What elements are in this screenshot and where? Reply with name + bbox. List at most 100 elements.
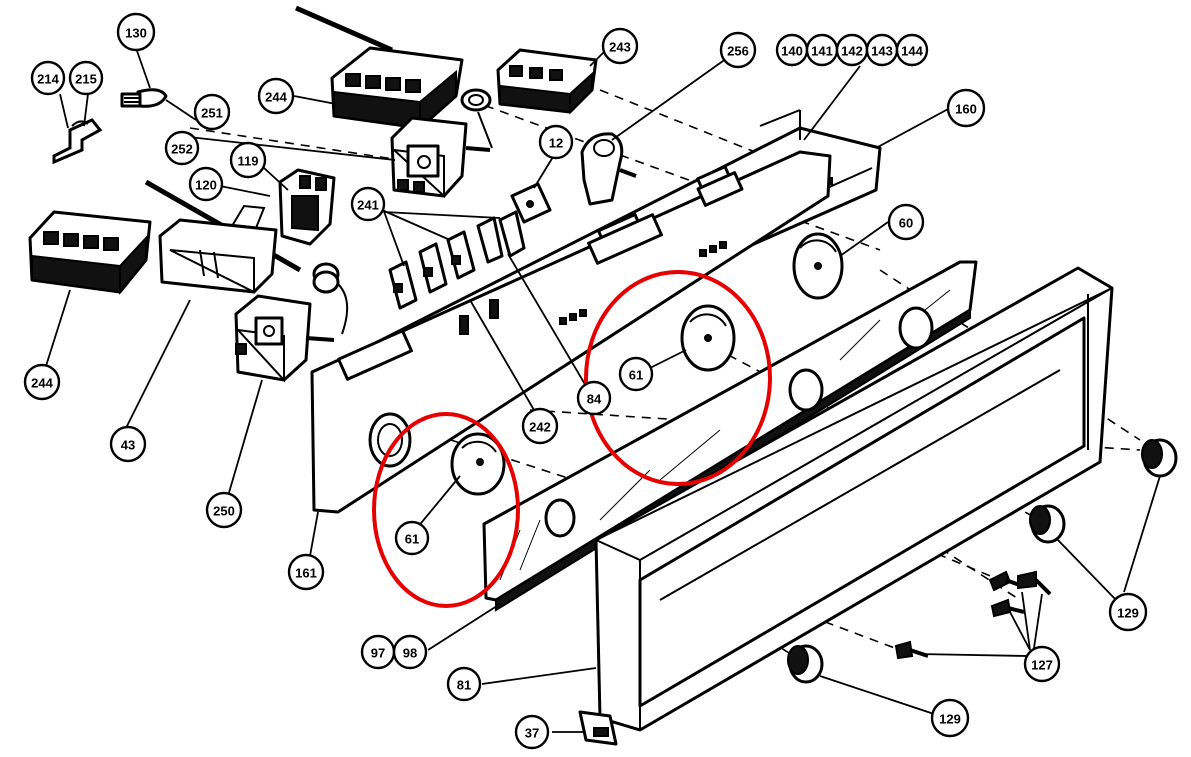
callout-141: 141	[805, 33, 839, 67]
callout-60: 60	[887, 203, 925, 241]
screws-127	[894, 570, 1052, 660]
callout-circle	[193, 93, 231, 131]
switch-block-244-left	[28, 210, 152, 295]
callout-130: 130	[116, 12, 156, 52]
callout-circle	[257, 77, 295, 115]
rotary-switch-250	[234, 294, 335, 383]
highlight-ring-left	[372, 412, 520, 608]
callout-label: 140	[781, 44, 803, 59]
callout-label: 130	[125, 26, 147, 41]
callout-label: 61	[405, 532, 419, 547]
callout-circle	[618, 356, 654, 392]
callout-circle	[23, 363, 61, 401]
callout-label: 129	[939, 712, 961, 727]
callout-circle	[394, 520, 430, 556]
callout-circle	[576, 380, 612, 416]
callout-250: 250	[205, 491, 243, 529]
callout-label: 61	[629, 368, 643, 383]
callout-circle	[229, 141, 267, 179]
callout-label: 119	[238, 154, 259, 169]
dial-61-right	[680, 304, 736, 372]
callout-label: 37	[525, 726, 539, 741]
callout-143: 143	[865, 33, 899, 67]
dial-60	[792, 232, 844, 300]
clamp-256	[580, 132, 637, 206]
callout-label: 84	[587, 392, 602, 407]
callout-244: 244	[23, 363, 61, 401]
callout-circle	[30, 60, 66, 96]
knob-129-mid	[1029, 504, 1066, 544]
callout-circle	[538, 124, 574, 160]
callout-214: 214	[30, 60, 66, 96]
callout-98: 98	[392, 634, 428, 670]
callout-circle	[1023, 645, 1061, 683]
callout-label: 241	[357, 198, 379, 213]
knob-129-right	[1141, 438, 1178, 478]
callout-circle	[895, 33, 929, 67]
callout-circle	[205, 491, 243, 529]
callout-circle	[521, 407, 559, 445]
callout-251: 251	[193, 93, 231, 131]
coil-ring	[460, 88, 493, 149]
callout-label: 142	[841, 44, 863, 59]
callout-label: 129	[1117, 606, 1139, 621]
switch-block-244-top	[330, 46, 464, 131]
callout-label: 160	[955, 102, 977, 117]
callout-140: 140	[775, 33, 809, 67]
callout-circle	[446, 666, 482, 702]
thermostat-119	[278, 168, 336, 246]
callout-label: 43	[121, 438, 135, 453]
callout-61: 61	[394, 520, 430, 556]
callout-label: 97	[371, 646, 385, 661]
callout-129: 129	[1108, 592, 1148, 632]
callout-circle	[287, 553, 325, 591]
callout-84: 84	[576, 380, 612, 416]
callout-label: 244	[265, 90, 287, 105]
dial-61-left	[450, 432, 506, 496]
callout-circle	[109, 425, 147, 463]
callout-circle	[601, 27, 639, 65]
callout-circle	[514, 714, 550, 750]
bezel-frame-81	[593, 266, 1114, 732]
callout-circle	[887, 203, 925, 241]
callout-label: 251	[201, 106, 223, 121]
callout-120: 120	[188, 166, 224, 202]
callout-circle	[392, 634, 428, 670]
callout-244: 244	[257, 77, 295, 115]
switch-block-243	[496, 48, 598, 115]
coil-spring	[312, 262, 349, 335]
callout-label: 252	[171, 142, 193, 157]
callout-circle	[946, 88, 986, 128]
callout-label: 215	[75, 72, 97, 87]
callout-circle	[68, 60, 104, 96]
callout-label: 250	[213, 504, 235, 519]
callout-129: 129	[930, 698, 970, 738]
callout-127: 127	[1023, 645, 1061, 683]
callout-label: 242	[529, 420, 551, 435]
rotary-switch-252	[390, 116, 491, 199]
callout-12: 12	[538, 124, 574, 160]
bracket-12	[510, 182, 552, 224]
callout-161: 161	[287, 553, 325, 591]
callout-label: 243	[609, 40, 631, 55]
callout-215: 215	[68, 60, 104, 96]
bulb-130	[120, 88, 168, 108]
highlight-ring-right	[584, 270, 772, 486]
callout-241: 241	[350, 186, 386, 222]
bracket-120	[158, 204, 278, 294]
callout-label: 60	[899, 216, 913, 231]
callout-142: 142	[835, 33, 869, 67]
callout-97: 97	[360, 634, 396, 670]
callout-label: 127	[1031, 658, 1053, 673]
callout-label: 143	[871, 44, 893, 59]
leader-lines	[45, 47, 1161, 733]
knob-129-bottom	[787, 644, 824, 684]
callout-label: 214	[37, 72, 59, 87]
callout-label: 81	[457, 678, 471, 693]
callout-144: 144	[895, 33, 929, 67]
callout-37: 37	[514, 714, 550, 750]
callout-circle	[1108, 592, 1148, 632]
callout-81: 81	[446, 666, 482, 702]
